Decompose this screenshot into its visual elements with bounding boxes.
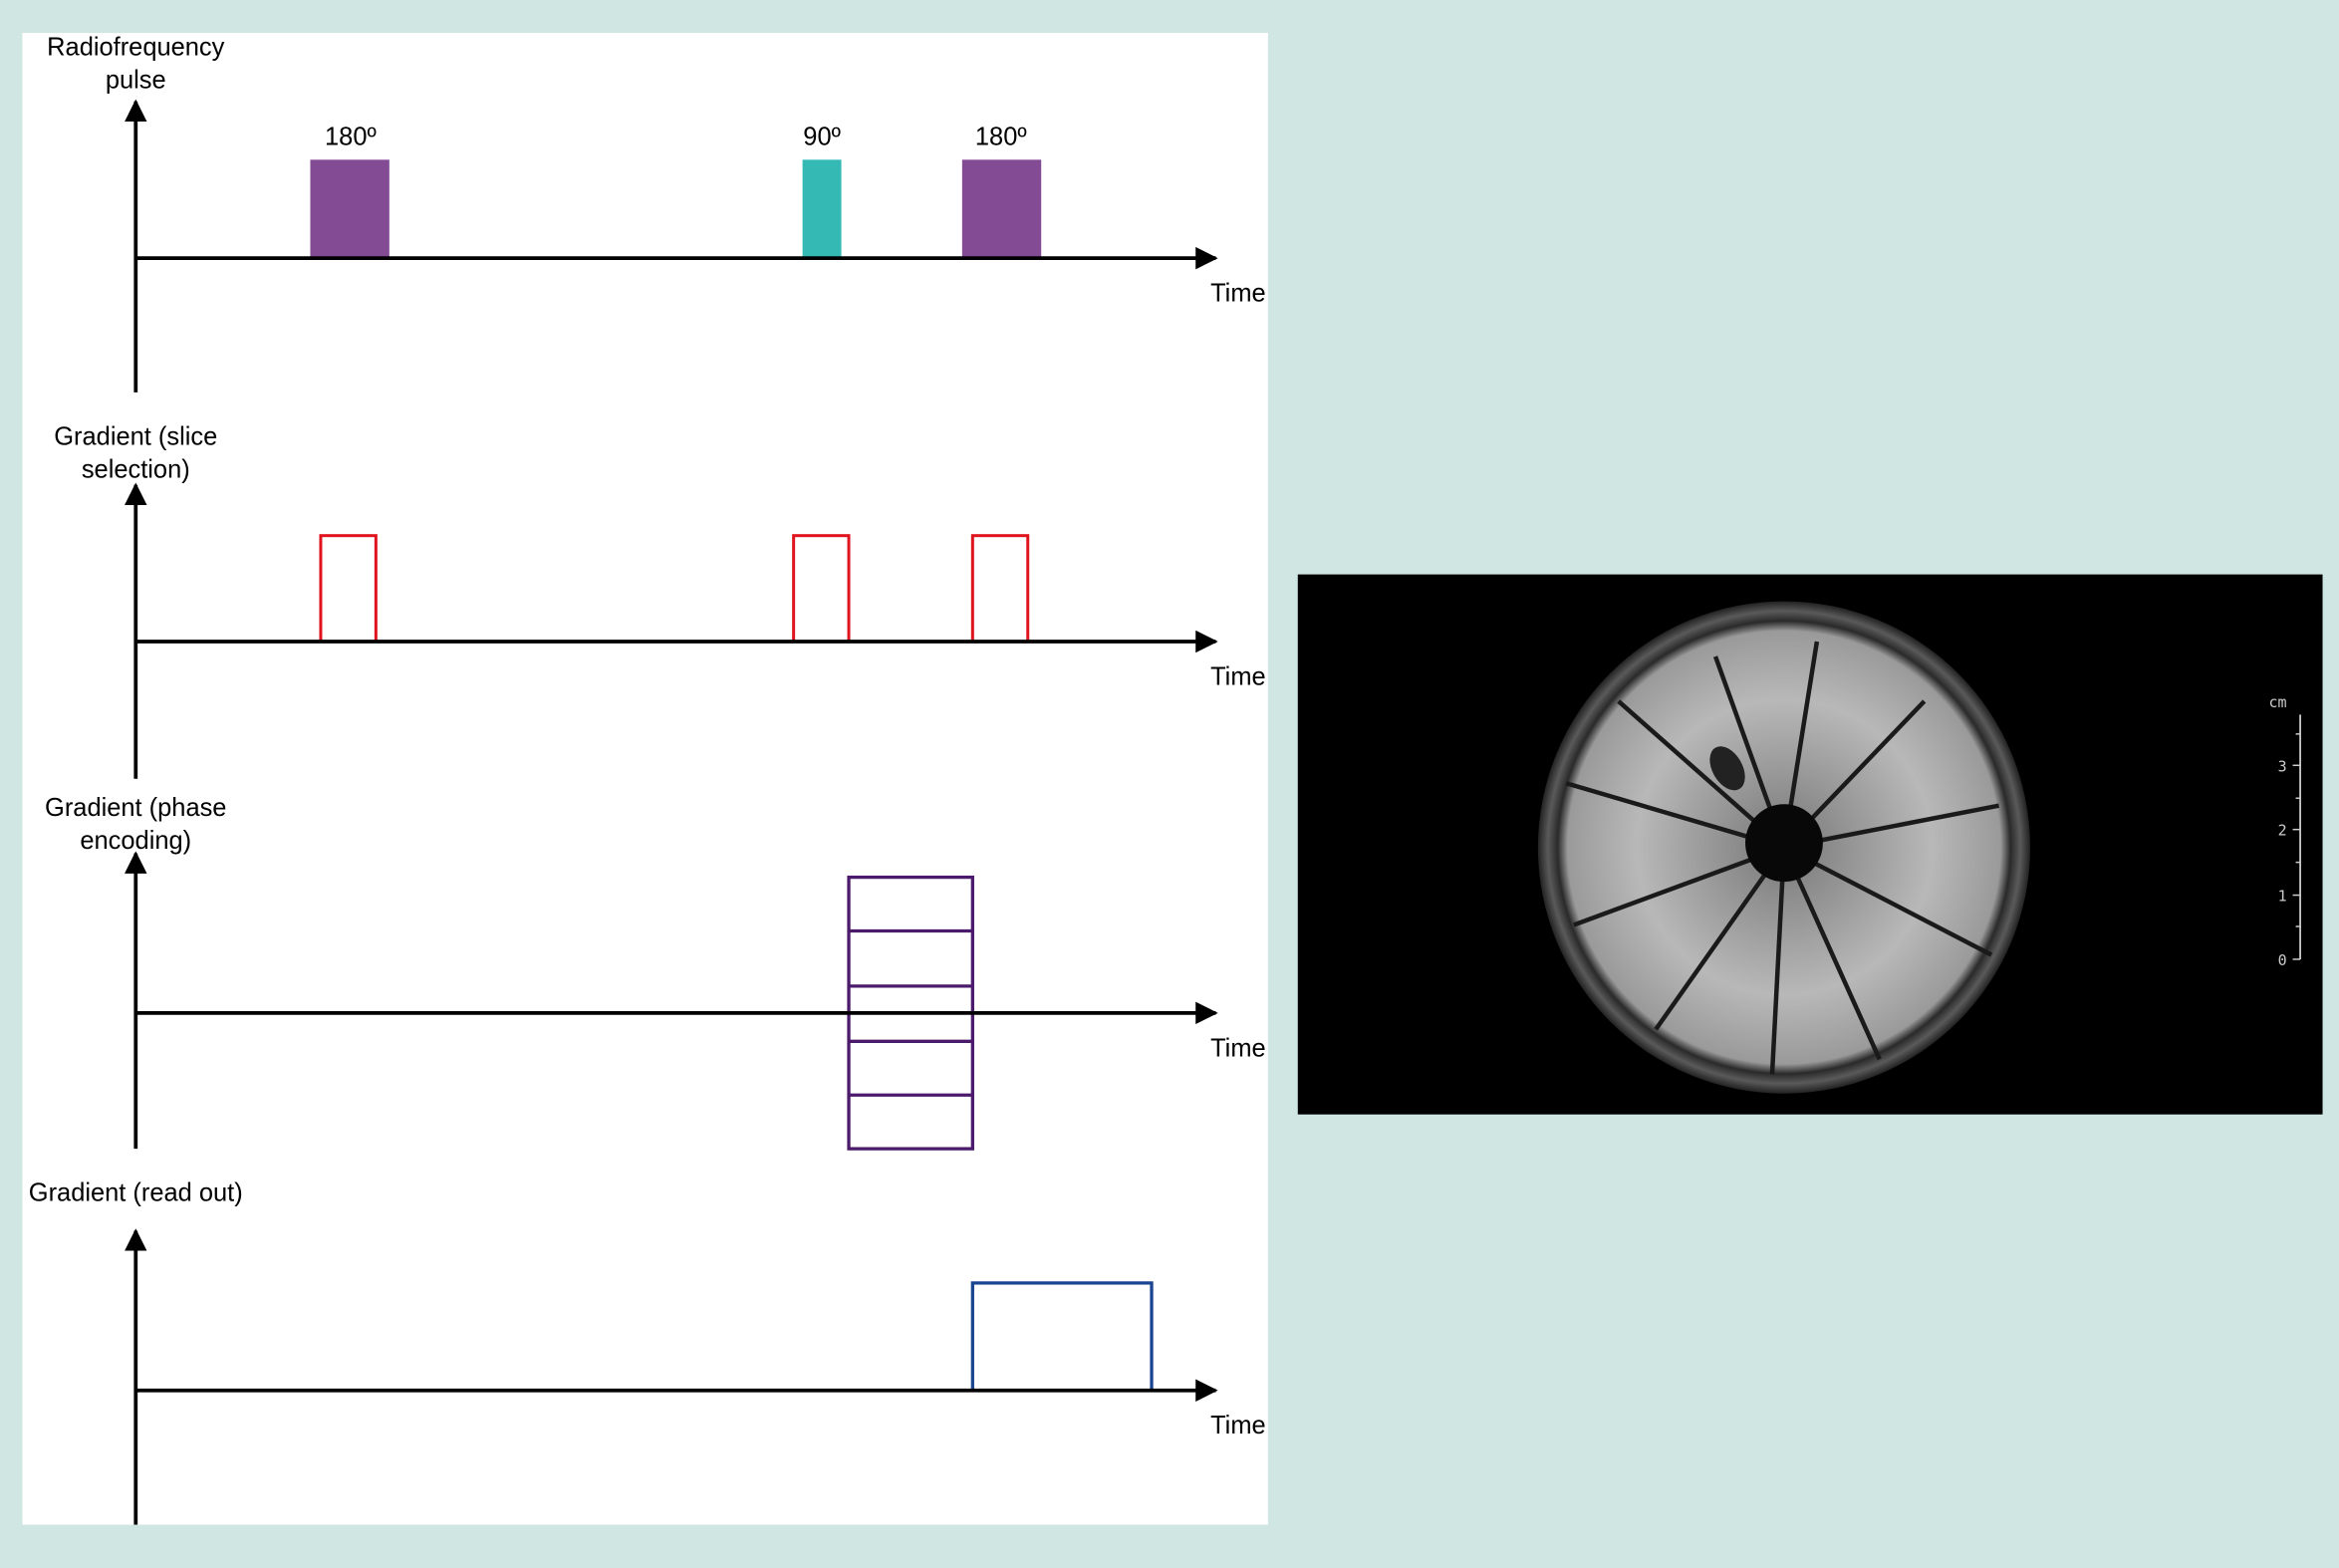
time-label: Time [1210, 1034, 1266, 1062]
rf-pulse-label: 180º [975, 123, 1027, 150]
phase-label-line2: encoding) [80, 827, 191, 855]
rf-pulse-90 [802, 159, 842, 259]
diagram-panel [22, 33, 1268, 1525]
rf-label-line2: pulse [106, 66, 166, 94]
phase-label-line1: Gradient (phase [45, 794, 226, 822]
mri-image: cm 3 2 1 0 [1297, 574, 2323, 1115]
time-label: Time [1210, 662, 1266, 690]
rf-pulse-180-second [961, 159, 1042, 259]
scale-tick-label: 3 [2278, 757, 2287, 775]
time-label: Time [1210, 1412, 1266, 1439]
scale-unit: cm [2269, 693, 2287, 711]
rf-pulse-label: 180º [325, 123, 377, 150]
slice-label-line1: Gradient (slice [54, 422, 217, 450]
phase-gradient-track: Gradient (phase encoding) Time [45, 794, 1266, 1151]
readout-gradient-track: Gradient (read out) Time [29, 1179, 1266, 1525]
scale-tick-label: 1 [2278, 888, 2287, 906]
rf-label-line1: Radiofrequency [47, 33, 224, 61]
scale-tick-label: 0 [2278, 951, 2287, 969]
readout-label: Gradient (read out) [29, 1179, 243, 1207]
core [1745, 804, 1823, 883]
rf-pulse-180-first [310, 159, 390, 259]
rf-pulse-track: Radiofrequency pulse 180º 90º 180º Time [47, 33, 1266, 392]
scale-bar: cm 3 2 1 0 [2269, 693, 2301, 969]
time-label: Time [1210, 280, 1266, 308]
scale-tick-label: 2 [2278, 822, 2287, 840]
slice-gradient-track: Gradient (slice selection) Time [54, 422, 1266, 779]
slice-label-line2: selection) [82, 455, 190, 483]
rf-pulse-label: 90º [803, 123, 841, 150]
